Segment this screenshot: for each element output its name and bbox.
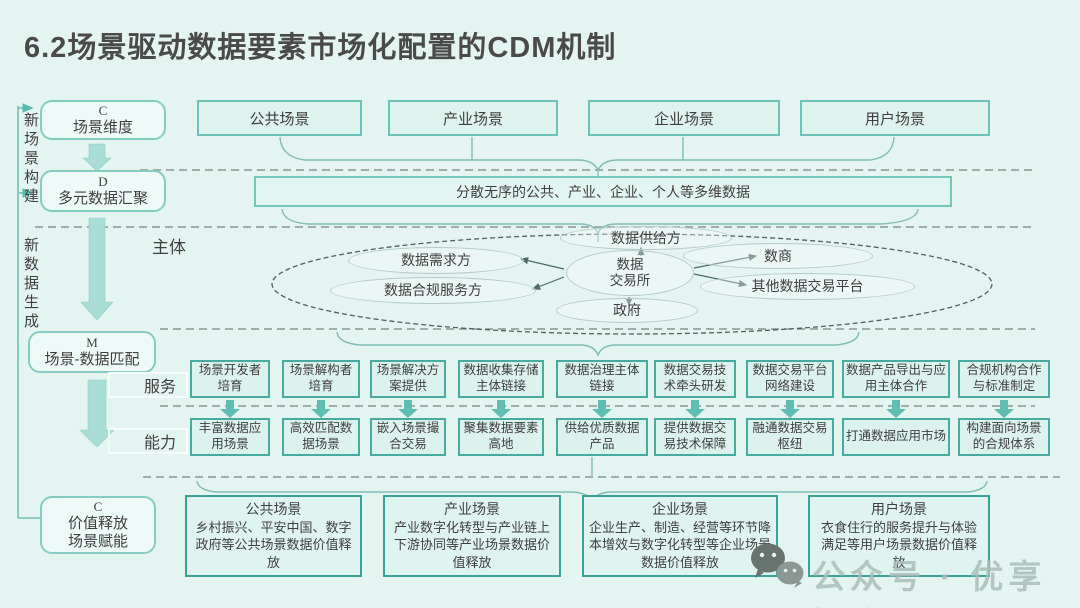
value-box-user: 用户场景 衣食住行的服务提升与体验满足等用户场景数据价值释放	[808, 495, 990, 577]
stage-down-arrows	[79, 143, 115, 448]
value-box-title: 产业场景	[444, 501, 500, 517]
value-box-desc: 衣食住行的服务提升与体验满足等用户场景数据价值释放	[820, 519, 977, 570]
ability-box-9: 构建面向场景的合规体系	[958, 418, 1050, 456]
service-box-3: 场景解决方案提供	[370, 360, 446, 398]
subject-other-platform: 其他数据交易平台	[700, 273, 915, 300]
value-box-public: 公共场景 乡村振兴、平安中国、数字政府等公共场景数据价值释放	[185, 495, 362, 577]
service-box-7: 数据交易平台网络建设	[746, 360, 834, 398]
service-row-label: 服务	[108, 372, 188, 398]
wechat-icon	[748, 540, 808, 592]
value-box-title: 公共场景	[245, 501, 302, 517]
ability-box-3: 嵌入场景撮合交易	[370, 418, 446, 456]
subject-data-exchange: 数据 交易所	[566, 250, 694, 296]
scene-box-user: 用户场景	[800, 100, 990, 136]
service-to-ability-arrows	[220, 400, 1014, 418]
stage-label: 场景维度	[72, 118, 133, 136]
stage-letter: D	[98, 174, 108, 190]
value-box-enterprise: 企业场景 企业生产、制造、经营等环节降本增效与数字化转型等企业场景数据价值释放	[582, 495, 778, 577]
watermark-text: 公众号 · 优享智库	[812, 558, 1047, 608]
stage-data-aggregation: D 多元数据汇聚	[40, 170, 166, 212]
ability-box-1: 丰富数据应用场景	[190, 418, 270, 456]
service-box-1: 场景开发者培育	[190, 360, 270, 398]
value-box-desc: 乡村振兴、平安中国、数字政府等公共场景数据价值释放	[195, 519, 352, 570]
ability-box-2: 高效匹配数据场景	[282, 418, 360, 456]
ability-box-5: 供给优质数据产品	[556, 418, 648, 456]
rail-label-new-data-generate: 新数据生成	[22, 237, 39, 332]
stage-value-release: C 价值释放 场景赋能	[40, 496, 156, 554]
multi-source-data-box: 分散无序的公共、产业、企业、个人等多维数据	[254, 176, 952, 207]
subject-compliance-provider: 数据合规服务方	[330, 277, 536, 304]
data-exchange-line1: 数据	[616, 256, 644, 272]
ability-box-6: 提供数据交易技术保障	[654, 418, 736, 456]
service-box-8: 数据产品导出与应用主体合作	[842, 360, 950, 398]
ability-box-4: 聚集数据要素高地	[458, 418, 544, 456]
service-box-9: 合规机构合作与标准制定	[958, 360, 1050, 398]
scene-box-public: 公共场景	[197, 100, 362, 136]
service-box-2: 场景解构者培育	[282, 360, 360, 398]
subjects-section-label: 主体	[152, 238, 186, 257]
scene-box-enterprise: 企业场景	[588, 100, 780, 136]
service-box-6: 数据交易技术牵头研发	[654, 360, 736, 398]
stage-label-line2: 场景赋能	[67, 532, 128, 550]
stage-scene-data-match: M 场景-数据匹配	[28, 331, 156, 373]
dashed-separators	[35, 169, 1060, 478]
left-rail-lines	[17, 103, 40, 519]
value-box-industry: 产业场景 产业数字化转型与产业链上下游协同等产业场景数据价值释放	[383, 495, 561, 577]
value-box-desc: 产业数字化转型与产业链上下游协同等产业场景数据价值释放	[393, 519, 550, 570]
stage-letter: C	[98, 103, 108, 119]
value-box-title: 企业场景	[652, 501, 708, 517]
ability-box-7: 融通数据交易枢纽	[746, 418, 834, 456]
page-title: 6.2场景驱动数据要素市场化配置的CDM机制	[24, 32, 617, 64]
stage-label-line1: 价值释放	[67, 514, 128, 532]
subject-data-supplier: 数据供给方	[560, 226, 732, 250]
subject-data-demander: 数据需求方	[348, 247, 524, 274]
stage-scene-dimension: C 场景维度	[40, 100, 166, 140]
subject-government: 政府	[556, 298, 698, 323]
stage-letter: C	[93, 499, 103, 515]
ability-box-8: 打通数据应用市场	[842, 418, 950, 456]
ability-row-label: 能力	[108, 428, 188, 454]
stage-letter: M	[86, 335, 98, 351]
subject-data-broker: 数商	[683, 243, 873, 269]
service-box-5: 数据治理主体链接	[556, 360, 648, 398]
service-box-4: 数据收集存储主体链接	[458, 360, 544, 398]
scene-box-industry: 产业场景	[388, 100, 558, 136]
stage-label: 多元数据汇聚	[57, 189, 148, 207]
rail-label-new-scene-build: 新场景构建	[22, 112, 39, 207]
value-box-desc: 企业生产、制造、经营等环节降本增效与数字化转型等企业场景数据价值释放	[589, 519, 772, 570]
subjects-dashed-ellipse	[271, 233, 993, 335]
stage-label: 场景-数据匹配	[44, 350, 140, 368]
data-exchange-line2: 交易所	[609, 273, 651, 288]
value-box-title: 用户场景	[871, 501, 927, 517]
